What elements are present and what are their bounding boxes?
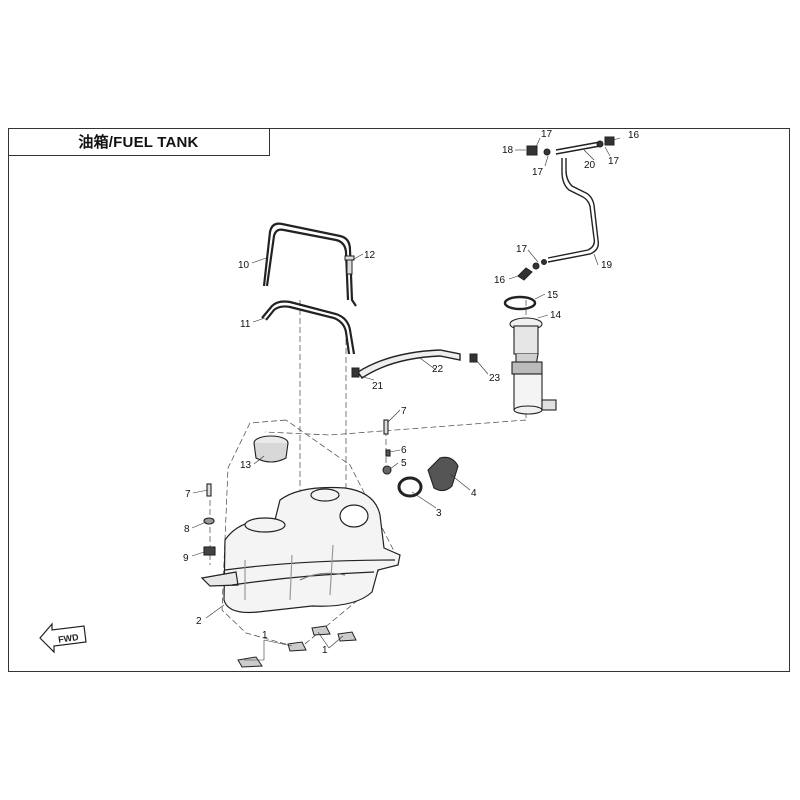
callout-7: 7 bbox=[185, 489, 191, 500]
callout-13: 13 bbox=[240, 460, 252, 471]
callout-8: 8 bbox=[184, 524, 190, 535]
callout-21: 21 bbox=[372, 381, 384, 392]
callout-3: 3 bbox=[436, 508, 442, 519]
callout-16: 16 bbox=[628, 130, 640, 141]
callout-17: 17 bbox=[516, 244, 528, 255]
callout-11: 11 bbox=[240, 319, 251, 330]
strap-lower bbox=[261, 300, 356, 355]
page-title: 油箱/FUEL TANK bbox=[78, 134, 199, 151]
callout-19: 19 bbox=[601, 260, 613, 271]
callout-17: 17 bbox=[608, 156, 620, 167]
leader-lines bbox=[191, 137, 621, 661]
fwd-label: FWD bbox=[58, 632, 80, 645]
gasket-15 bbox=[503, 295, 537, 311]
callout-16: 16 bbox=[494, 275, 506, 286]
fuel-line-fittings bbox=[351, 136, 615, 378]
rubber-pads bbox=[237, 625, 357, 668]
callout-17: 17 bbox=[541, 129, 553, 140]
callout-12: 12 bbox=[364, 250, 376, 261]
callout-22: 22 bbox=[432, 364, 444, 375]
callout-7: 7 bbox=[401, 406, 407, 417]
fuel-line-22 bbox=[357, 349, 461, 379]
callout-10: 10 bbox=[238, 260, 250, 271]
callout-9: 9 bbox=[183, 553, 189, 564]
callout-6: 6 bbox=[401, 445, 407, 456]
strap-upper bbox=[262, 222, 357, 307]
callout-17: 17 bbox=[532, 167, 544, 178]
callout-23: 23 bbox=[489, 373, 501, 384]
callout-4: 4 bbox=[471, 488, 477, 499]
title-box: 油箱/FUEL TANK bbox=[8, 128, 270, 156]
callout-2: 2 bbox=[196, 616, 202, 627]
callout-1: 1 bbox=[322, 645, 328, 656]
callout-14: 14 bbox=[550, 310, 562, 321]
callout-1: 1 bbox=[262, 630, 268, 641]
callout-15: 15 bbox=[547, 290, 559, 301]
fuel-line-20 bbox=[555, 141, 601, 155]
callout-18: 18 bbox=[502, 145, 514, 156]
callout-20: 20 bbox=[584, 160, 596, 171]
fuel-line-19 bbox=[547, 158, 600, 263]
callout-5: 5 bbox=[401, 458, 407, 469]
diagram-frame bbox=[8, 128, 790, 672]
fuel-tank bbox=[200, 486, 401, 614]
callouts: 1 1 2 3 4 5 6 7 7 8 9 10 11 12 13 14 15 … bbox=[183, 129, 640, 656]
fuel-pump bbox=[509, 317, 557, 415]
fwd-arrow-icon: FWD bbox=[39, 622, 87, 654]
bolt-12 bbox=[344, 255, 355, 275]
